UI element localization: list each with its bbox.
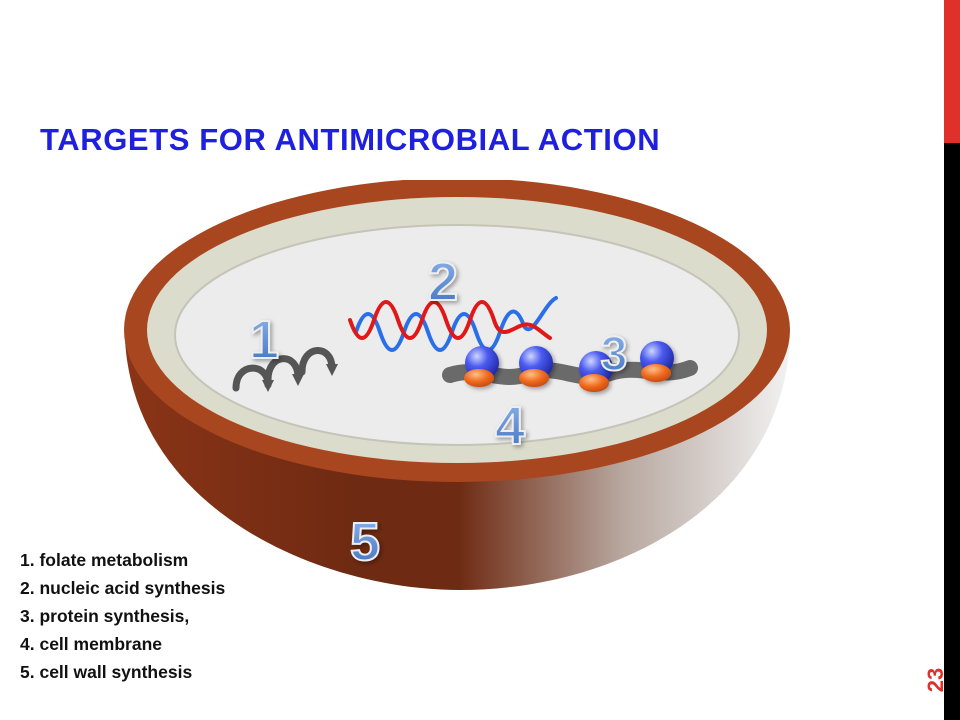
legend-item: 1. folate metabolism <box>20 550 189 570</box>
ribosome <box>579 351 613 392</box>
ribosome <box>640 341 674 382</box>
sidebar-accent <box>944 0 960 143</box>
legend-item: 3. protein synthesis, <box>20 606 190 626</box>
ribosome <box>519 346 553 387</box>
cell-diagram: 1 2 3 4 5 <box>124 180 790 590</box>
legend-item: 5. cell wall synthesis <box>20 662 193 682</box>
ribosome <box>464 346 499 387</box>
dna-strand-red <box>348 300 552 340</box>
folate-metabolism-arrows <box>232 347 336 392</box>
page-number: 23 <box>921 660 951 700</box>
marker-2: 2 <box>428 252 458 312</box>
sidebar-bar <box>944 0 960 720</box>
page-number-text: 23 <box>922 667 948 693</box>
marker-1: 1 <box>249 310 279 370</box>
folate-arrowheads <box>262 364 338 392</box>
slide-title: TARGETS FOR ANTIMICROBIAL ACTION <box>40 122 661 157</box>
legend-list: 1. folate metabolism 2. nucleic acid syn… <box>20 546 225 686</box>
marker-5: 5 <box>350 512 380 572</box>
legend-item: 2. nucleic acid synthesis <box>20 578 226 598</box>
marker-4: 4 <box>495 396 525 456</box>
legend-item: 4. cell membrane <box>20 634 163 654</box>
marker-3: 3 <box>601 328 628 381</box>
